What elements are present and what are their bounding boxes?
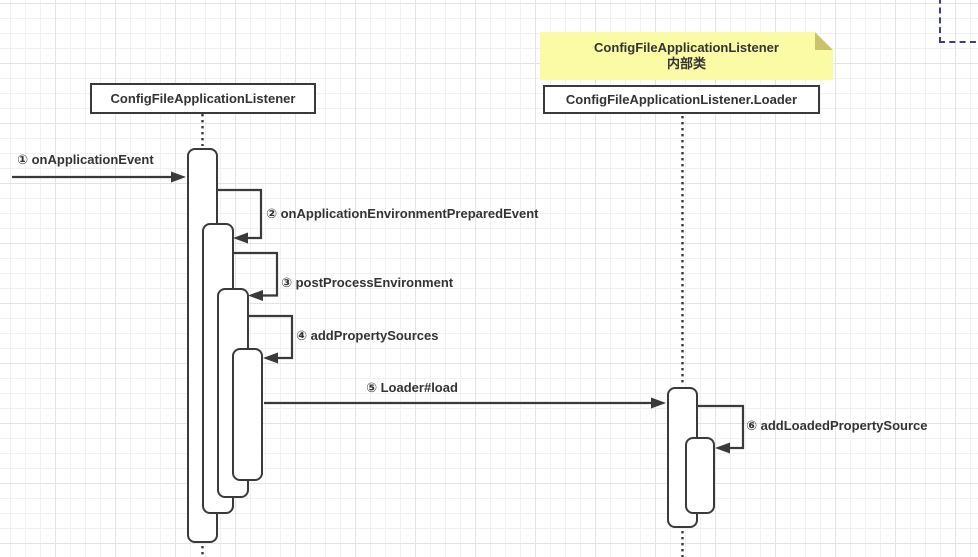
arrowhead-4 (263, 352, 278, 364)
message-label-2[interactable]: ② onApplicationEnvironmentPreparedEvent (266, 206, 539, 221)
activation-bar-loader-2[interactable] (685, 437, 715, 514)
message-loop-3[interactable] (231, 251, 279, 297)
arrowhead-6 (715, 442, 730, 454)
lifeline-header-loader-label: ConfigFileApplicationListener.Loader (565, 92, 798, 107)
message-label-3[interactable]: ③ postProcessEnvironment (281, 275, 454, 290)
arrowhead-5 (651, 397, 666, 409)
message-label-4[interactable]: ④ addPropertySources (296, 328, 439, 343)
lifeline-header-listener-label: ConfigFileApplicationListener (110, 91, 296, 106)
message-label-6[interactable]: ⑥ addLoadedPropertySource (746, 418, 928, 433)
message-label-1[interactable]: ① onApplicationEvent (17, 152, 154, 167)
lifeline-header-listener[interactable]: ConfigFileApplicationListener (90, 83, 316, 114)
message-loop-4[interactable] (246, 314, 294, 360)
note-title: ConfigFileApplicationListener (594, 40, 779, 55)
message-loop-2[interactable] (216, 188, 263, 240)
activation-bar-listener-4[interactable] (232, 348, 263, 481)
message-label-5[interactable]: ⑤ Loader#load (366, 380, 458, 395)
lifeline-header-loader[interactable]: ConfigFileApplicationListener.Loader (543, 85, 820, 114)
arrowhead-2 (233, 232, 248, 244)
note-subtitle: 内部类 (666, 56, 706, 71)
message-loop-6[interactable] (696, 404, 745, 450)
sticky-note[interactable]: ConfigFileApplicationListener 内部类 (540, 32, 833, 80)
arrowhead-3 (248, 290, 263, 301)
dashed-selection-rect (939, 0, 978, 43)
arrowhead-1 (171, 171, 186, 183)
